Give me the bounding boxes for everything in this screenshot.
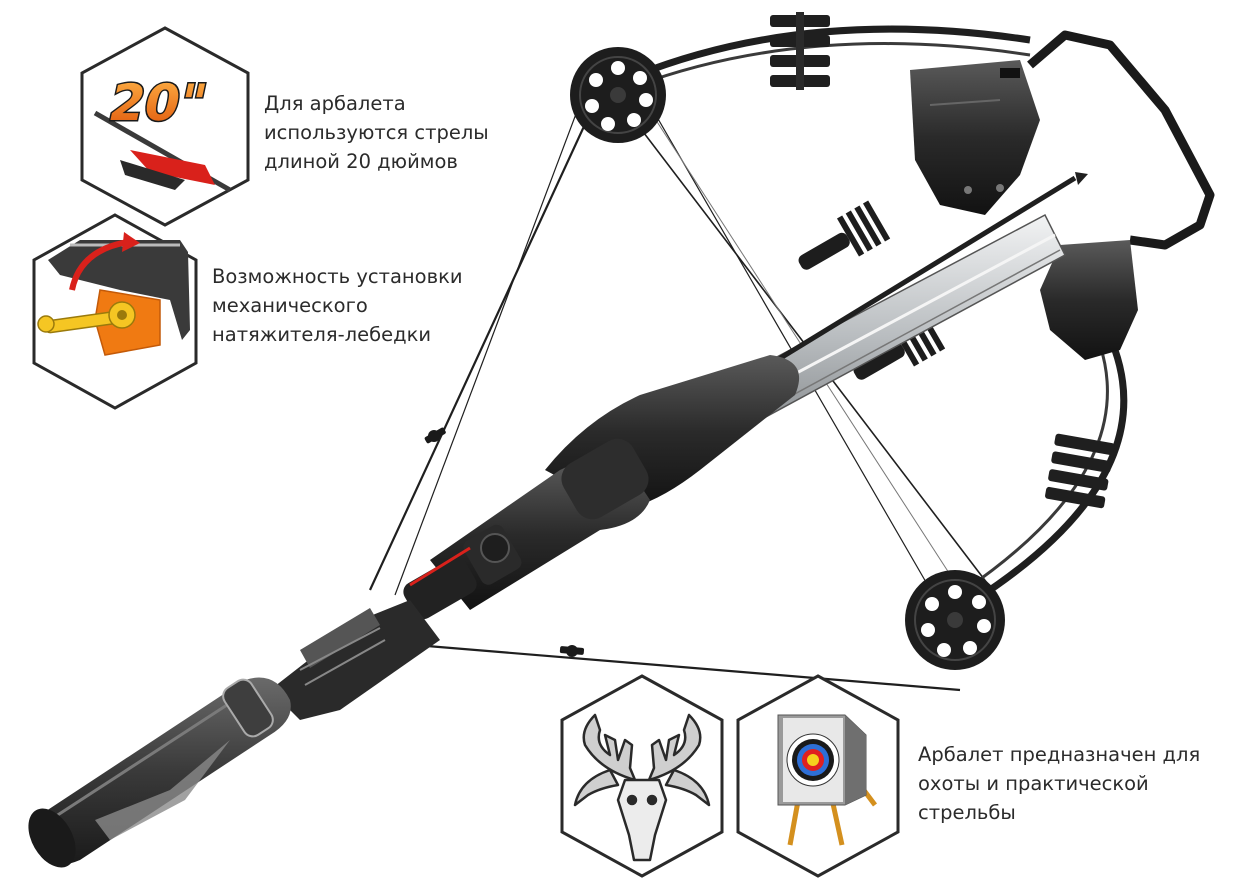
cocking-winch-caption: Возможность установки механического натя…: [212, 265, 463, 346]
crossbow-strings: [369, 69, 1001, 692]
arrow-fletching-icon: [130, 150, 215, 185]
upper-cam-icon: [570, 47, 666, 143]
limb-bolt-knob-icon: [798, 200, 946, 380]
riser: [910, 60, 1138, 360]
cocking-winch-hexagon: [32, 213, 198, 410]
arrow-length-caption: Для арбалета используются стрелы длиной …: [264, 92, 489, 173]
practice-hexagon: [736, 674, 900, 878]
trigger-housing: [270, 600, 440, 720]
hunting-hexagon: [560, 674, 724, 878]
rotation-arrow-icon: [69, 239, 129, 291]
lower-limb: [964, 344, 1128, 603]
scope: [403, 438, 650, 620]
arrow-length-hexagon: 20": [80, 26, 250, 227]
upper-limb: [618, 12, 1031, 94]
purpose-caption: Арбалет предназначен для охоты и практич…: [918, 743, 1201, 824]
deer-skull-icon: [573, 713, 711, 862]
arrow-length-badge: 20": [104, 74, 212, 132]
string-dampener-icon: [424, 427, 585, 657]
stirrup-icon: [1027, 30, 1215, 250]
archery-target-icon: [777, 714, 877, 846]
buttstock: [28, 677, 291, 868]
lower-cam-icon: [905, 570, 1005, 670]
